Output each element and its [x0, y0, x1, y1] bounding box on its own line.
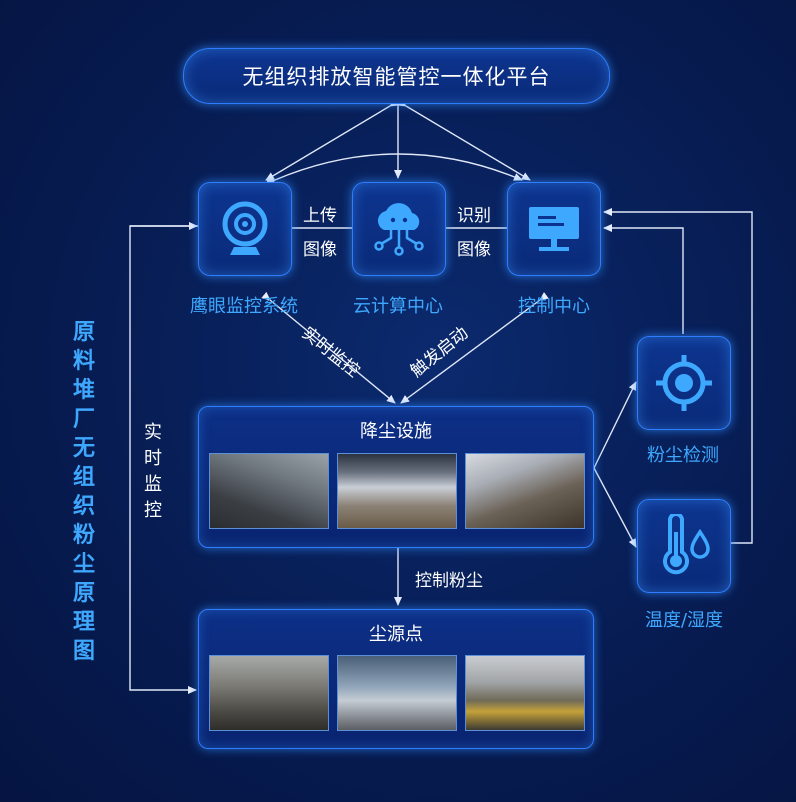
spray-photo-2: [337, 453, 457, 529]
cloud-network-icon: [369, 200, 429, 258]
vertical-title: 原料堆厂无组织粉尘原理图: [70, 318, 98, 666]
realtime-monitor-side-label: 实时监控: [143, 420, 163, 524]
cloud-label: 云计算中心: [343, 292, 453, 318]
thermometer-drop-icon: [654, 514, 714, 578]
source-photo-2: [337, 655, 457, 731]
identify-label-2: 图像: [457, 235, 491, 260]
temp-humidity-node: [637, 499, 731, 593]
platform-title: 无组织排放智能管控一体化平台: [243, 61, 551, 91]
eagle-eye-node: [198, 182, 292, 276]
control-node: [507, 182, 601, 276]
upload-label-2: 图像: [303, 235, 337, 260]
spray-photo-3: [465, 453, 585, 529]
crosshair-icon: [654, 353, 714, 413]
identify-label-1: 识别: [457, 201, 491, 226]
dust-suppression-panel: 降尘设施: [198, 406, 594, 548]
temp-humidity-label: 温度/湿度: [628, 606, 740, 632]
control-label: 控制中心: [508, 292, 600, 318]
upload-label-1: 上传: [303, 201, 337, 226]
control-dust-label: 控制粉尘: [415, 566, 483, 591]
dust-suppression-title: 降尘设施: [199, 417, 593, 443]
dust-detect-label: 粉尘检测: [636, 441, 730, 467]
camera-icon: [218, 199, 272, 259]
dust-source-title: 尘源点: [199, 620, 593, 646]
dust-source-panel: 尘源点: [198, 609, 594, 749]
cloud-node: [352, 182, 446, 276]
source-photo-3: [465, 655, 585, 731]
source-photo-1: [209, 655, 329, 731]
monitor-icon: [526, 204, 582, 254]
spray-photo-1: [209, 453, 329, 529]
eagle-eye-label: 鹰眼监控系统: [181, 292, 307, 318]
dust-detect-node: [637, 336, 731, 430]
platform-title-box: 无组织排放智能管控一体化平台: [183, 48, 610, 104]
